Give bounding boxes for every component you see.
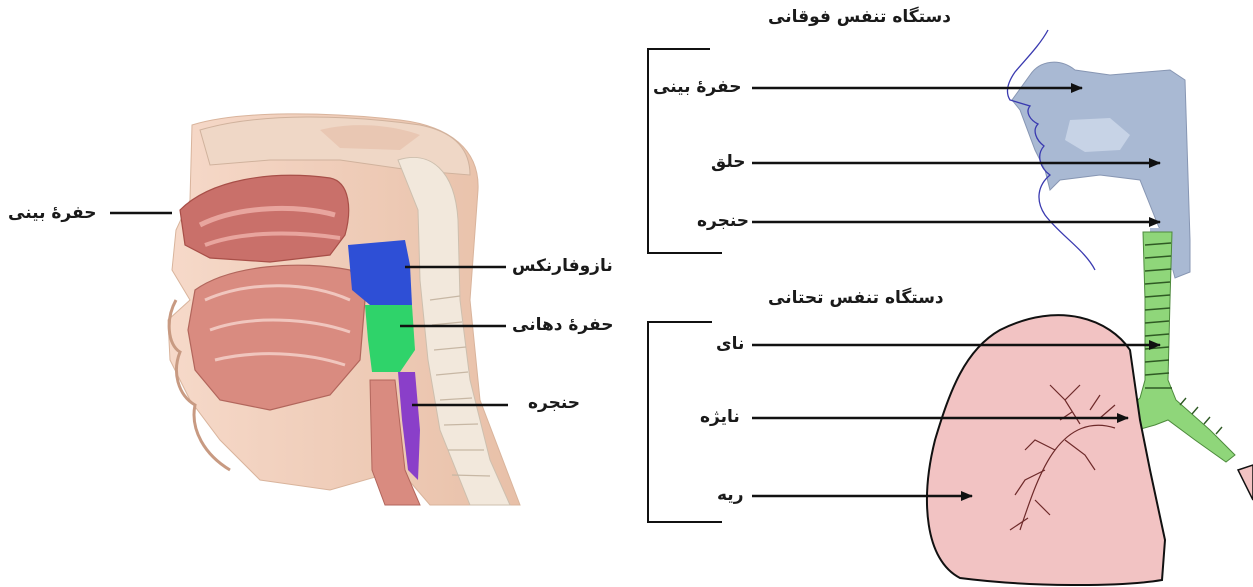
lower-system-title: دستگاه تنفس تحتانی — [768, 288, 944, 308]
label-nasal-cavity-right: حفرهٔ بینی — [653, 77, 741, 97]
label-oral-cavity: حفرهٔ دهانی — [512, 315, 614, 335]
lung-illustration — [927, 315, 1253, 585]
head-sagittal-illustration — [168, 114, 520, 505]
label-bronchus: نایژه — [700, 407, 740, 427]
label-nasopharynx: نازوفارنکس — [512, 256, 613, 276]
label-nasal-cavity-left: حفرهٔ بینی — [8, 203, 96, 223]
label-lung: ریه — [717, 485, 743, 505]
label-larynx-left: حنجره — [528, 393, 580, 413]
label-trachea: نای — [716, 334, 744, 354]
label-pharynx: حلق — [711, 152, 746, 172]
upper-system-title: دستگاه تنفس فوقانی — [768, 7, 951, 27]
label-larynx-right: حنجره — [697, 211, 749, 231]
